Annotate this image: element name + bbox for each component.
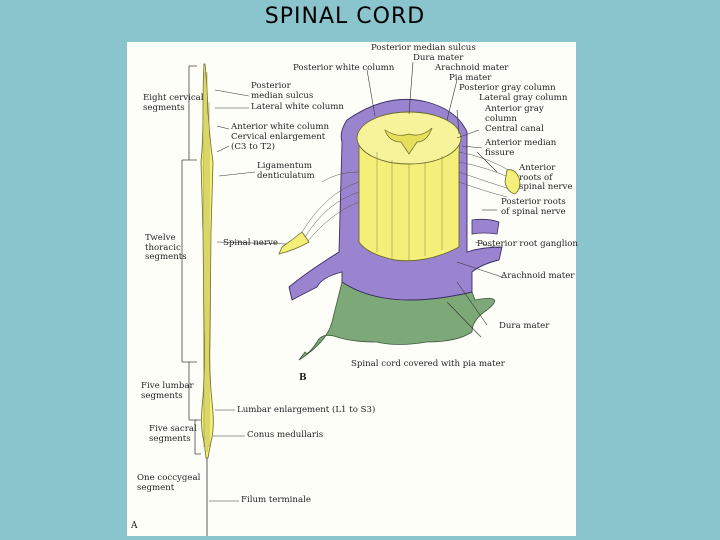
panel-b-letter: B bbox=[299, 373, 307, 383]
label-b-dura-mater: Dura mater bbox=[499, 321, 550, 331]
label-a-lumbar-enlargement: Lumbar enlargement (L1 to S3) bbox=[237, 405, 376, 415]
label-b-posterior-white-column: Posterior white column bbox=[293, 63, 395, 73]
segment-label-thoracic: Twelve thoracic segments bbox=[145, 233, 187, 262]
label-b-spinal-cord-covered: Spinal cord covered with pia mater bbox=[351, 359, 505, 369]
label-b-arachnoid-mater: Arachnoid mater bbox=[501, 271, 575, 281]
label-b-pia-mater: Pia mater bbox=[449, 73, 492, 83]
panel-a-drawing bbox=[181, 63, 288, 536]
label-b-posterior-root-ganglion: Posterior root ganglion bbox=[477, 239, 578, 249]
label-b-dura-mater-top: Dura mater bbox=[413, 53, 464, 63]
label-a-cervical-enlargement: Cervical enlargement (C3 to T2) bbox=[231, 132, 326, 152]
figure-drawing bbox=[181, 61, 521, 536]
label-b-anterior-median-fissure: Anterior median fissure bbox=[485, 138, 557, 158]
label-a-filum-terminale: Filum terminale bbox=[241, 495, 311, 505]
label-b-lateral-gray-column: Lateral gray column bbox=[479, 93, 568, 103]
segment-label-sacral: Five sacral segments bbox=[149, 424, 197, 444]
slide-title: SPINAL CORD bbox=[264, 4, 426, 29]
spinal-cord-figure: Eight cervical segments Twelve thoracic … bbox=[127, 42, 578, 536]
label-b-posterior-median-sulcus: Posterior median sulcus bbox=[371, 43, 476, 53]
label-b-anterior-roots: Anterior roots of spinal nerve bbox=[519, 163, 573, 192]
segment-label-cervical: Eight cervical segments bbox=[143, 93, 204, 113]
label-a-spinal-nerve: Spinal nerve bbox=[223, 238, 278, 248]
label-a-ligamentum-denticulatum: Ligamentum denticulatum bbox=[257, 161, 315, 181]
label-b-anterior-gray-column: Anterior gray column bbox=[485, 104, 544, 124]
label-a-anterior-white-column: Anterior white column bbox=[231, 122, 330, 132]
label-b-central-canal: Central canal bbox=[485, 124, 544, 134]
panel-a-letter: A bbox=[131, 521, 138, 531]
spinal-nerve-left bbox=[278, 231, 310, 255]
label-b-arachnoid-mater-top: Arachnoid mater bbox=[435, 63, 509, 73]
label-b-posterior-roots: Posterior roots of spinal nerve bbox=[501, 197, 566, 217]
segment-label-lumbar: Five lumbar segments bbox=[141, 381, 194, 401]
label-a-posterior-median-sulcus: Posterior median sulcus bbox=[251, 81, 314, 101]
label-a-lateral-white-column: Lateral white column bbox=[251, 102, 344, 112]
spinal-nerve-right bbox=[504, 169, 521, 195]
label-a-conus-medullaris: Conus medullaris bbox=[247, 430, 324, 440]
label-b-posterior-gray-column: Posterior gray column bbox=[459, 83, 556, 93]
panel-b-drawing bbox=[278, 61, 521, 361]
segment-label-coccygeal: One coccygeal segment bbox=[137, 473, 201, 493]
